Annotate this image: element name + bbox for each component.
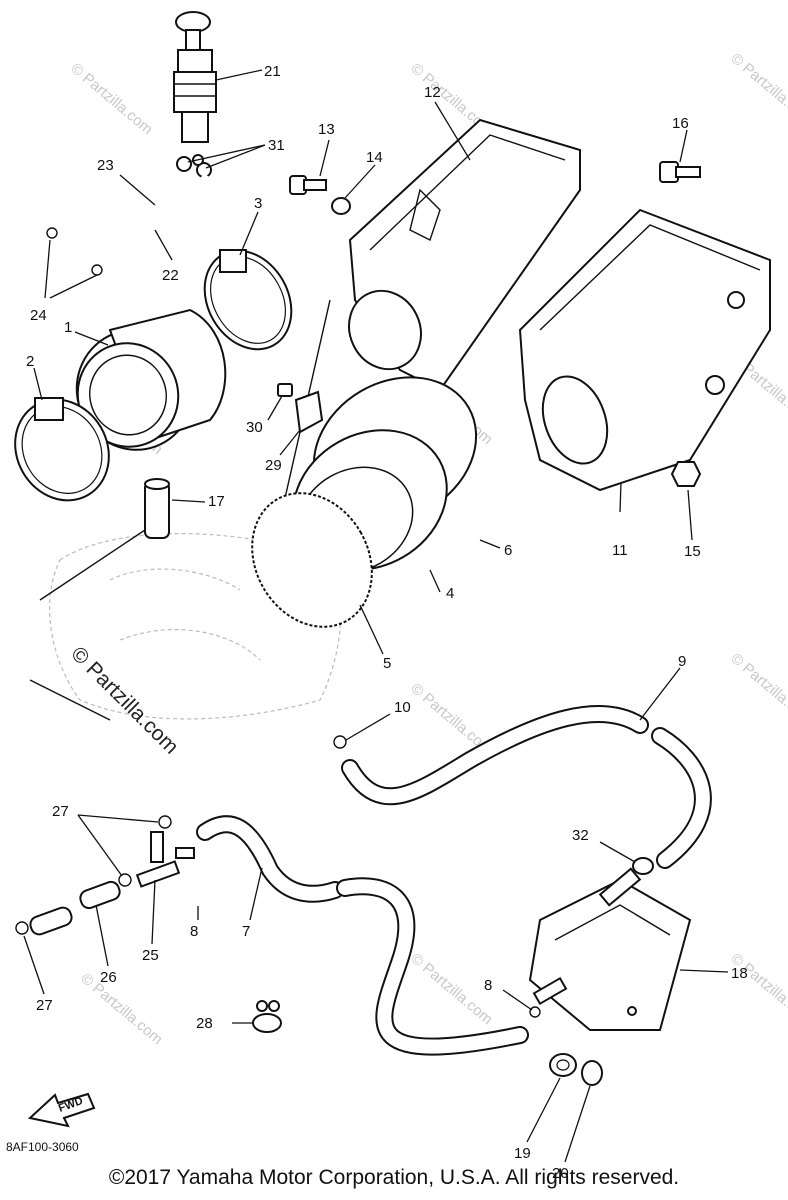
o-ring-5: [251, 492, 373, 628]
callout-27-top: 27: [52, 803, 69, 820]
callout-4: 4: [446, 585, 454, 602]
callout-7: 7: [242, 923, 250, 940]
t-joint-25: [135, 831, 195, 888]
callout-26: 26: [100, 969, 117, 986]
callout-18: 18: [731, 965, 748, 982]
callout-1: 1: [64, 319, 72, 336]
clip-32: [632, 857, 654, 875]
callout-29: 29: [265, 457, 282, 474]
fuel-pump: [528, 867, 692, 1031]
clips-27: [15, 815, 172, 935]
callout-5: 5: [383, 655, 391, 672]
bolt-13: [289, 175, 327, 195]
hose-9: [341, 705, 712, 869]
callout-14: 14: [366, 149, 383, 166]
part-20: [581, 1060, 603, 1086]
callout-3: 3: [254, 195, 262, 212]
diagram-code: 8AF100-3060: [6, 1140, 79, 1154]
plug-17: [144, 478, 170, 539]
callout-30: 30: [246, 419, 263, 436]
callout-2: 2: [26, 353, 34, 370]
air-box-case: [518, 208, 771, 492]
part-19: [549, 1053, 577, 1077]
callout-9: 9: [678, 653, 686, 670]
clamp-band-3: [203, 249, 293, 351]
callout-10: 10: [394, 699, 411, 716]
watermark-tile: © Partzilla.com: [727, 950, 788, 1028]
watermark-tile: © Partzilla.com: [77, 970, 165, 1048]
choke-plunger: [173, 11, 217, 143]
choke-hoses: [65, 173, 210, 275]
callout-17: 17: [208, 493, 225, 510]
hose-clips-31: [176, 154, 212, 178]
bracket-29: [294, 390, 324, 434]
callout-16: 16: [672, 115, 689, 132]
watermark-tile: © Partzilla.com: [67, 60, 155, 138]
fwd-arrow-icon: FWD: [27, 1092, 96, 1128]
callout-11: 11: [612, 542, 628, 559]
nut-15: [670, 461, 702, 487]
callout-24: 24: [30, 307, 47, 324]
callout-15: 15: [684, 543, 701, 560]
hose-7: [196, 815, 529, 1056]
clip-8: [529, 1006, 541, 1018]
bolt-16: [659, 161, 701, 183]
callout-31: 31: [268, 137, 285, 154]
watermark-tile: © Partzilla.com: [727, 650, 788, 728]
callout-8-right: 8: [484, 977, 492, 994]
callout-22: 22: [162, 267, 179, 284]
copyright-notice: ©2017 Yamaha Motor Corporation, U.S.A. A…: [108, 1166, 680, 1189]
callout-28: 28: [196, 1015, 213, 1032]
screw-30: [277, 383, 293, 397]
callout-25: 25: [142, 947, 159, 964]
callout-20: 20: [552, 1165, 569, 1182]
callout-32: 32: [572, 827, 589, 844]
washer-14: [331, 197, 351, 215]
callout-21: 21: [264, 63, 281, 80]
watermark-tile: © Partzilla.com: [407, 950, 495, 1028]
callout-23: 23: [97, 157, 114, 174]
leader-lines: [23, 69, 729, 1163]
callout-12: 12: [424, 84, 441, 101]
callout-13: 13: [318, 121, 335, 138]
hose-clips-24: [46, 227, 103, 276]
callout-19: 19: [514, 1145, 531, 1162]
callout-8-left: 8: [190, 923, 198, 940]
clip-28: [252, 1000, 282, 1033]
callouts: 21 31 23 22 24 3 1 2 13 14 12 16 17 30 2…: [26, 63, 748, 1182]
watermark-tile: © Partzilla.com: [727, 50, 788, 128]
partzilla-watermark: © Partzilla.com: [66, 642, 182, 758]
carburetor-joint: [75, 308, 227, 451]
callout-27-bottom: 27: [36, 997, 53, 1014]
short-hose-26: [29, 880, 121, 936]
clamp-band-2: [14, 397, 110, 502]
clip-10: [333, 735, 347, 749]
callout-6: 6: [504, 542, 512, 559]
air-box-cover: [348, 118, 581, 392]
